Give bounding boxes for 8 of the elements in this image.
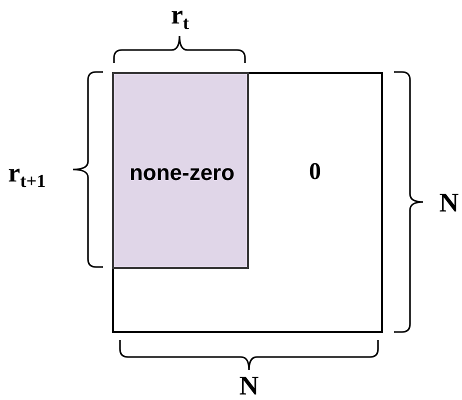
dimension-label: r$_{t+1}$ [8,160,46,186]
dimension-label: N [239,372,259,400]
dimension-label: N [439,190,459,216]
dimension-label: r$_{t}$ [170,2,190,28]
submatrix-block [112,72,249,269]
matrix-box [112,72,383,333]
matrix-value: 0 [309,160,321,184]
region-label: none-zero [129,162,235,184]
